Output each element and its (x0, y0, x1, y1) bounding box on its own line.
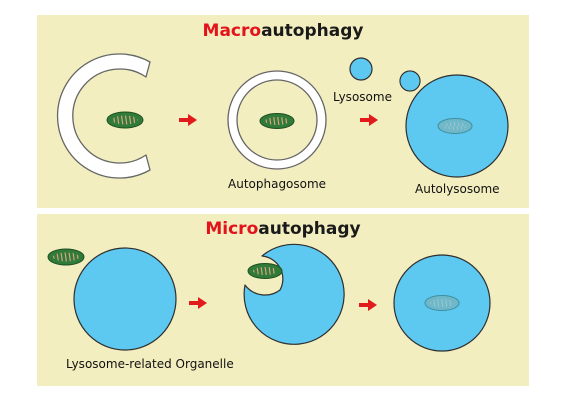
phagophore-membrane (56, 53, 151, 179)
invaginating-lysosome (243, 243, 345, 345)
mitochondrion-icon (247, 263, 283, 279)
arrow-right-icon (359, 299, 377, 311)
macroautophagy-title-suffix: autophagy (261, 21, 364, 41)
autolysosome-label: Autolysosome (415, 182, 500, 196)
microautophagy-title: Microautophagy (37, 219, 529, 239)
degraded-mitochondrion-icon (424, 295, 460, 311)
microautophagy-title-prefix: Micro (205, 219, 259, 239)
lysosome-related-organelle-label: Lysosome-related Organelle (66, 357, 234, 371)
mitochondrion-icon (259, 113, 295, 129)
mitochondrion-icon (47, 248, 85, 266)
autophagosome-label: Autophagosome (228, 177, 327, 191)
lysosome-vesicle (349, 57, 373, 81)
macroautophagy-title: Macroautophagy (37, 21, 529, 41)
microautophagy-title-suffix: autophagy (258, 219, 361, 239)
lysosome-label: Lysosome (333, 90, 392, 104)
mitochondrion-icon (106, 111, 144, 129)
arrow-right-icon (360, 114, 378, 126)
macroautophagy-title-prefix: Macro (202, 21, 262, 41)
arrow-right-icon (179, 114, 197, 126)
degraded-mitochondrion-icon (437, 118, 473, 134)
lysosome-related-organelle (73, 247, 177, 351)
arrow-right-icon (189, 297, 207, 309)
